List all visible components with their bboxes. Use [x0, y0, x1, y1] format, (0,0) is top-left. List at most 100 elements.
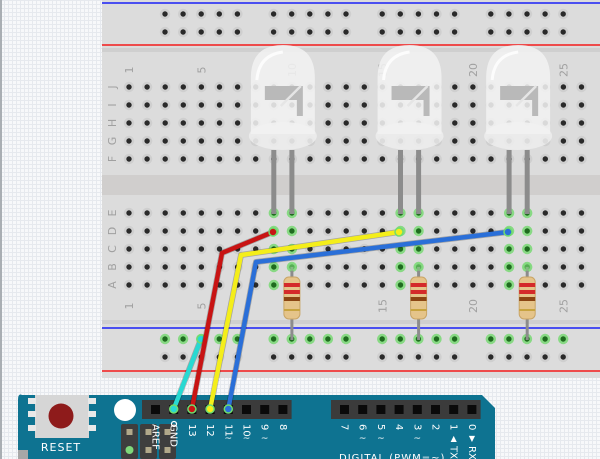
power-rail-hole[interactable] [340, 351, 352, 363]
power-rail-hole[interactable] [377, 333, 388, 345]
terminal-hole[interactable] [160, 225, 171, 237]
header-pin[interactable]: AREF [150, 405, 161, 450]
terminal-hole[interactable] [558, 261, 569, 273]
power-rail-hole[interactable] [286, 8, 297, 20]
terminal-hole[interactable] [431, 261, 442, 273]
terminal-hole[interactable] [359, 279, 370, 291]
terminal-hole[interactable] [178, 153, 189, 165]
terminal-hole[interactable] [214, 117, 225, 129]
terminal-hole[interactable] [123, 117, 135, 129]
terminal-hole[interactable] [196, 135, 207, 147]
terminal-hole[interactable] [395, 261, 406, 273]
terminal-hole[interactable] [449, 135, 460, 147]
terminal-hole[interactable] [304, 225, 316, 237]
terminal-hole[interactable] [359, 261, 370, 273]
power-rail-hole[interactable] [449, 351, 460, 363]
terminal-hole[interactable] [123, 243, 135, 255]
terminal-hole[interactable] [141, 153, 153, 165]
power-rail-hole[interactable] [521, 351, 533, 363]
terminal-hole[interactable] [413, 243, 424, 255]
terminal-hole[interactable] [123, 279, 135, 291]
terminal-hole[interactable] [304, 207, 316, 219]
terminal-hole[interactable] [178, 207, 189, 219]
terminal-hole[interactable] [322, 279, 334, 291]
header-pin[interactable]: 5~ [375, 405, 386, 444]
header-pin[interactable]: 4 [393, 405, 404, 430]
wire-pin13[interactable]: Pin 13 wire [187, 227, 278, 414]
terminal-hole[interactable] [558, 117, 569, 129]
terminal-hole[interactable] [286, 225, 298, 237]
terminal-hole[interactable] [576, 153, 587, 165]
terminal-hole[interactable] [178, 243, 189, 255]
power-rail-hole[interactable] [485, 26, 496, 38]
terminal-hole[interactable] [341, 99, 352, 111]
power-rail-hole[interactable] [340, 333, 352, 345]
led[interactable]: LED 1 [248, 45, 317, 214]
terminal-hole[interactable] [196, 225, 207, 237]
power-rail-hole[interactable] [539, 8, 551, 20]
power-rail-hole[interactable] [503, 26, 515, 38]
power-rail-hole[interactable] [485, 351, 496, 363]
terminal-hole[interactable] [232, 225, 243, 237]
terminal-hole[interactable] [214, 225, 225, 237]
terminal-hole[interactable] [467, 225, 479, 237]
terminal-hole[interactable] [540, 225, 551, 237]
terminal-hole[interactable] [558, 153, 569, 165]
power-rail-hole[interactable] [322, 8, 334, 20]
terminal-hole[interactable] [485, 207, 497, 219]
terminal-hole[interactable] [576, 81, 587, 93]
terminal-hole[interactable] [178, 135, 189, 147]
power-rail-hole[interactable] [485, 8, 496, 20]
terminal-hole[interactable] [304, 261, 316, 273]
terminal-hole[interactable] [160, 207, 171, 219]
terminal-hole[interactable] [540, 261, 551, 273]
terminal-hole[interactable] [467, 81, 479, 93]
terminal-hole[interactable] [268, 279, 279, 291]
power-rail-hole[interactable] [377, 351, 388, 363]
power-rail-hole[interactable] [431, 333, 442, 345]
terminal-hole[interactable] [503, 279, 515, 291]
terminal-hole[interactable] [467, 99, 479, 111]
terminal-hole[interactable] [141, 225, 153, 237]
terminal-hole[interactable] [141, 117, 153, 129]
terminal-hole[interactable] [359, 153, 370, 165]
resistor[interactable] [283, 263, 301, 340]
terminal-hole[interactable] [558, 207, 569, 219]
terminal-hole[interactable] [160, 99, 171, 111]
terminal-hole[interactable] [341, 135, 352, 147]
terminal-hole[interactable] [123, 99, 135, 111]
terminal-hole[interactable] [449, 99, 460, 111]
power-rail-hole[interactable] [159, 351, 171, 363]
power-rail-hole[interactable] [395, 26, 406, 38]
terminal-hole[interactable] [449, 117, 460, 129]
terminal-hole[interactable] [395, 279, 406, 291]
terminal-hole[interactable] [141, 243, 153, 255]
terminal-hole[interactable] [449, 261, 460, 273]
terminal-hole[interactable] [123, 81, 135, 93]
power-rail-hole[interactable] [521, 8, 533, 20]
terminal-hole[interactable] [178, 99, 189, 111]
power-rail-hole[interactable] [395, 333, 406, 345]
terminal-hole[interactable] [322, 135, 334, 147]
terminal-hole[interactable] [250, 207, 261, 219]
power-rail-hole[interactable] [304, 351, 315, 363]
terminal-hole[interactable] [341, 225, 352, 237]
power-rail-hole[interactable] [322, 333, 334, 345]
power-rail-hole[interactable] [431, 8, 442, 20]
terminal-hole[interactable] [141, 261, 153, 273]
terminal-hole[interactable] [467, 261, 479, 273]
terminal-hole[interactable] [558, 225, 569, 237]
terminal-hole[interactable] [178, 225, 189, 237]
power-rail-hole[interactable] [377, 26, 388, 38]
terminal-hole[interactable] [322, 261, 334, 273]
power-rail-hole[interactable] [395, 8, 406, 20]
terminal-hole[interactable] [196, 279, 207, 291]
header-pin[interactable]: 7 [339, 405, 350, 430]
terminal-hole[interactable] [359, 135, 370, 147]
power-rail-hole[interactable] [503, 333, 515, 345]
terminal-hole[interactable] [485, 261, 497, 273]
terminal-hole[interactable] [250, 225, 261, 237]
power-rail-hole[interactable] [503, 351, 515, 363]
terminal-hole[interactable] [449, 207, 460, 219]
